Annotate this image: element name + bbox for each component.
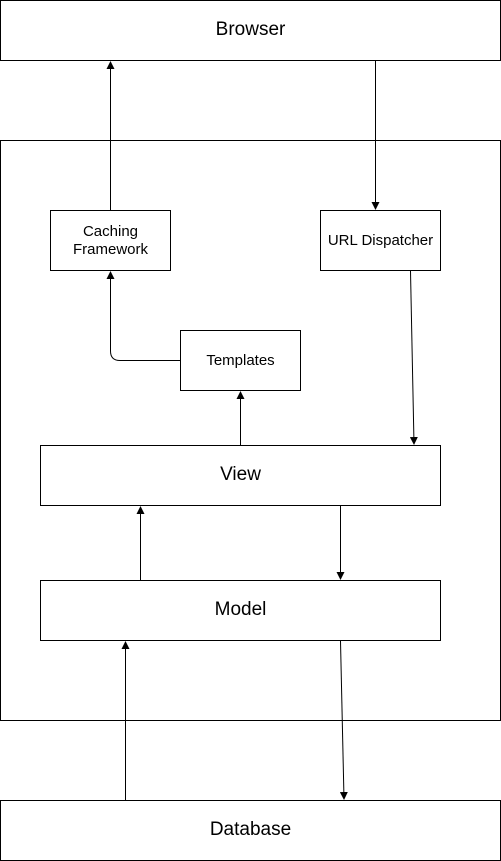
url-dispatcher-node[interactable]: URL Dispatcher <box>320 210 441 271</box>
templates-node[interactable]: Templates <box>180 330 301 391</box>
url-dispatcher-label: URL Dispatcher <box>327 231 434 249</box>
templates-label: Templates <box>206 351 275 369</box>
database-label: Database <box>209 819 292 841</box>
model-node[interactable]: Model <box>40 580 441 641</box>
view-label: View <box>220 464 261 486</box>
view-node[interactable]: View <box>40 445 441 506</box>
browser-node[interactable]: Browser <box>0 0 501 61</box>
model-label: Model <box>214 599 267 621</box>
caching-framework-label: Caching Framework <box>72 222 148 258</box>
caching-framework-node[interactable]: Caching Framework <box>50 210 171 271</box>
browser-label: Browser <box>215 19 286 41</box>
database-node[interactable]: Database <box>0 800 501 861</box>
